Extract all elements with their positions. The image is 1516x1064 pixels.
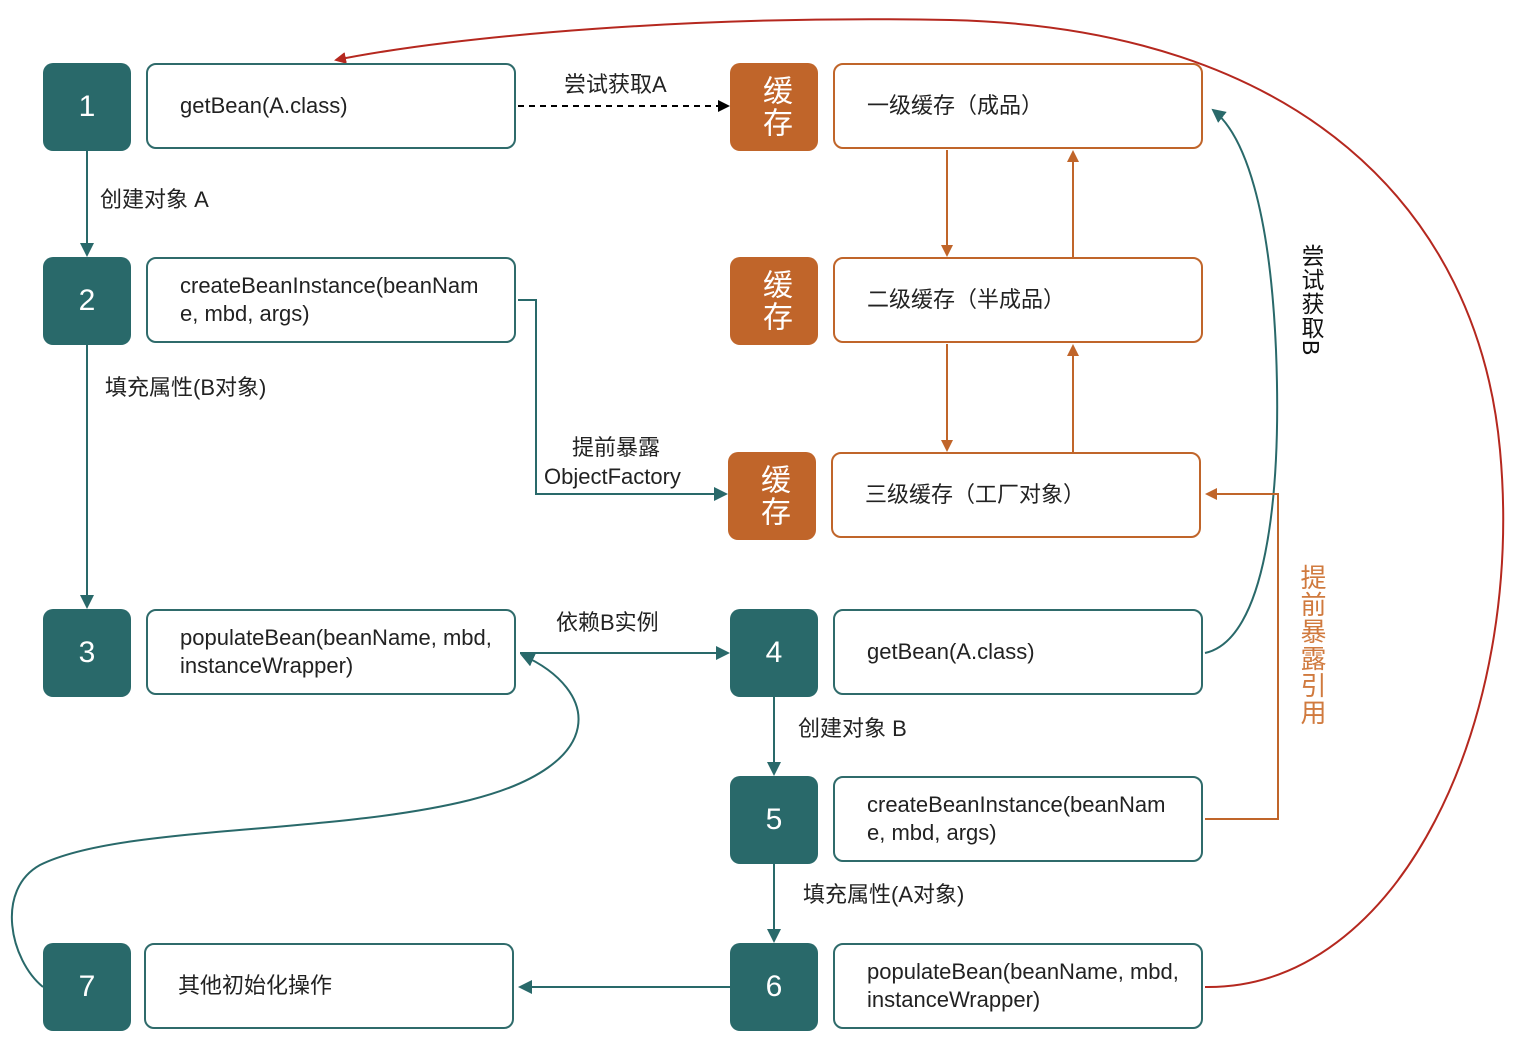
step-6-box: populateBean(beanName, mbd, instanceWrap… [833,943,1203,1029]
cache-level-3-box: 三级缓存（工厂对象） [831,452,1201,538]
step-7-box: 其他初始化操作 [144,943,514,1029]
arrow-7-3 [10,653,580,988]
arrow-expose-factory [518,299,728,501]
cache-badge-1: 缓存 [730,63,818,151]
step-5-badge: 5 [730,776,818,864]
label-create-b: 创建对象 B [798,716,907,741]
label-object-factory: ObjectFactory [544,464,681,489]
label-fill-b: 填充属性(B对象) [105,375,267,400]
label-try-get-a: 尝试获取A [564,72,667,97]
step-6-badge: 6 [730,943,818,1031]
label-expose-early: 提前暴露 [572,435,661,460]
step-1-badge: 1 [43,63,131,151]
step-1-box: getBean(A.class) [146,63,516,149]
arrow-6-to-1 [334,18,1505,989]
cache-level-1-box: 一级缓存（成品） [833,63,1203,149]
arrow-try-get-b [1204,108,1279,654]
step-3-badge: 3 [43,609,131,697]
step-3-box: populateBean(beanName, mbd, instanceWrap… [146,609,516,695]
label-fill-a: 填充属性(A对象) [803,882,965,907]
cache-badge-2: 缓存 [730,257,818,345]
step-4-badge: 4 [730,609,818,697]
cache-badge-3: 缓存 [728,452,816,540]
label-try-get-b: 尝试获取B [1298,244,1324,357]
step-7-badge: 7 [43,943,131,1031]
arrow-expose-ref [1205,488,1279,820]
label-depend-b: 依赖B实例 [556,610,659,635]
step-2-badge: 2 [43,257,131,345]
label-create-a: 创建对象 A [100,187,209,212]
label-expose-ref: 提前暴露引用 [1297,564,1327,726]
step-5-box: createBeanInstance(beanName, mbd, args) [833,776,1203,862]
cache-level-2-box: 二级缓存（半成品） [833,257,1203,343]
step-2-box: createBeanInstance(beanName, mbd, args) [146,257,516,343]
step-4-box: getBean(A.class) [833,609,1203,695]
